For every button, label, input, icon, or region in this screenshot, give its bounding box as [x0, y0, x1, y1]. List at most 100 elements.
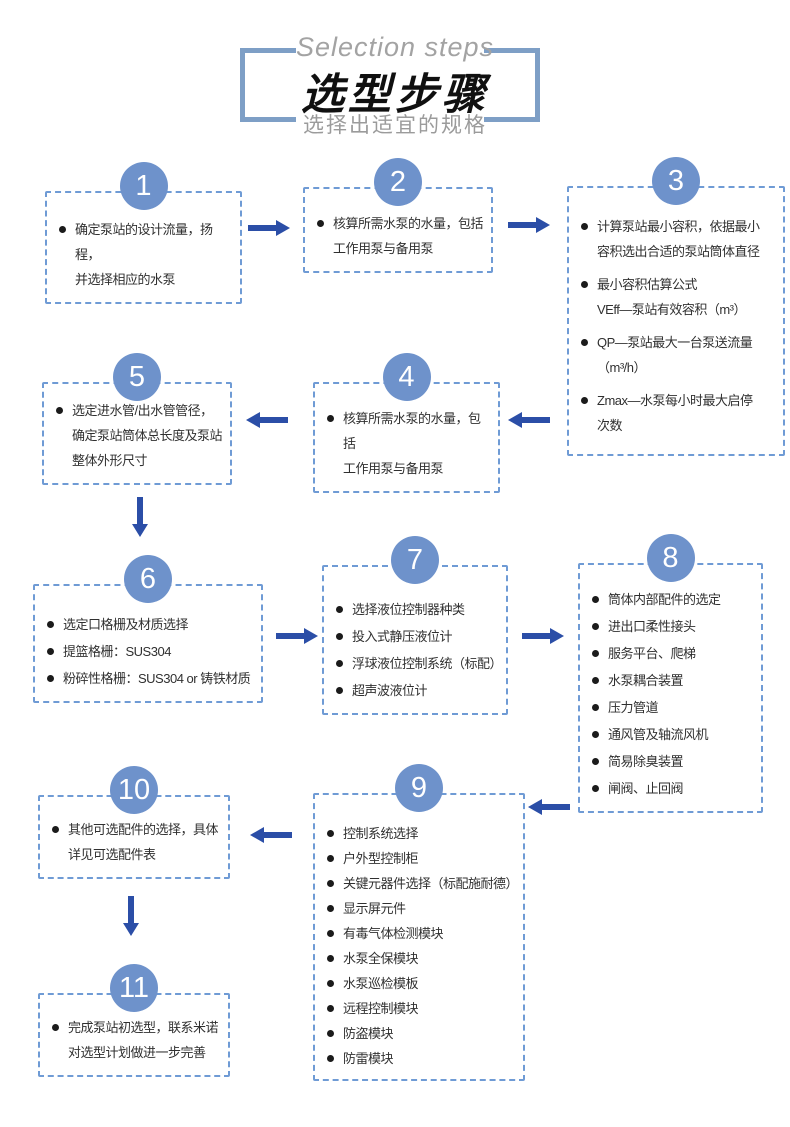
bullet-icon	[581, 281, 588, 288]
step-item: 确定泵站的设计流量，扬程， 并选择相应的水泵	[59, 217, 234, 292]
step-item: 防雷模块	[327, 1046, 517, 1071]
step-item: 闸阀、止回阀	[592, 776, 755, 801]
title-english: Selection steps	[295, 32, 495, 62]
step-items: 其他可选配件的选择，具体 详见可选配件表	[52, 817, 222, 867]
step-item: 投入式静压液位计	[336, 624, 500, 649]
step-item: 核算所需水泵的水量，包括 工作用泵与备用泵	[317, 211, 485, 261]
step-item-text: 远程控制模块	[343, 1001, 419, 1016]
step-item-text: 粉碎性格栅：SUS304 or 铸铁材质	[63, 671, 251, 686]
step-item: 水泵耦合装置	[592, 668, 755, 693]
step-item: 水泵全保模块	[327, 946, 517, 971]
arrow-down-icon	[132, 497, 148, 537]
step-items: 核算所需水泵的水量，包括 工作用泵与备用泵	[317, 211, 485, 261]
bullet-icon	[592, 704, 599, 711]
bullet-icon	[327, 955, 334, 962]
step-box-3: 3 计算泵站最小容积，依据最小 容积选出合适的泵站筒体直径最小容积估算公式 VE…	[567, 157, 785, 456]
step-item-text: 有毒气体检测模块	[343, 926, 444, 941]
step-box-6: 6 选定口格栅及材质选择提篮格栅：SUS304 粉碎性格栅：SUS304 or 铸…	[33, 555, 263, 703]
step-number-badge: 3	[652, 157, 700, 205]
step-item-text: 投入式静压液位计	[352, 629, 453, 644]
bullet-icon	[592, 785, 599, 792]
step-number-badge: 11	[110, 964, 158, 1012]
step-item-text: 压力管道	[608, 700, 659, 715]
step-item: 核算所需水泵的水量，包括 工作用泵与备用泵	[327, 406, 492, 481]
step-item: 有毒气体检测模块	[327, 921, 517, 946]
arrow-down-icon	[123, 896, 139, 936]
step-box-10: 10 其他可选配件的选择，具体 详见可选配件表	[38, 766, 230, 879]
step-item-text: QP—泵站最大一台泵送流量 （m³/h）	[597, 335, 753, 375]
step-item-text: Zmax—水泵每小时最大启停 次数	[597, 393, 753, 433]
step-item-text: 服务平台、爬梯	[608, 646, 696, 661]
arrow-left-icon	[250, 827, 292, 843]
bullet-icon	[327, 830, 334, 837]
bullet-icon	[592, 623, 599, 630]
step-number-badge: 9	[395, 764, 443, 812]
step-item: 户外型控制柜	[327, 846, 517, 871]
bullet-icon	[327, 1055, 334, 1062]
step-item-text: 关键元器件选择（标配施耐德）	[343, 876, 519, 891]
step-items: 筒体内部配件的选定进出口柔性接头服务平台、爬梯水泵耦合装置压力管道通风管及轴流风…	[592, 587, 755, 801]
step-number-badge: 2	[374, 158, 422, 206]
step-item-text: 筒体内部配件的选定	[608, 592, 721, 607]
step-box-9: 9 控制系统选择户外型控制柜关键元器件选择（标配施耐德） 显示屏元件有毒气体检测模…	[313, 764, 525, 1081]
bullet-icon	[592, 731, 599, 738]
step-number-badge: 4	[382, 353, 431, 401]
step-item-text: 完成泵站初选型，联系米诺 对选型计划做进一步完善	[68, 1020, 219, 1060]
bullet-icon	[336, 606, 343, 613]
step-item-text: 选定口格栅及材质选择	[63, 617, 189, 632]
step-item: 最小容积估算公式 VEff—泵站有效容积（m³）	[581, 272, 777, 322]
step-item: 提篮格栅：SUS304	[47, 639, 255, 664]
bullet-icon	[327, 415, 334, 422]
bullet-icon	[592, 650, 599, 657]
arrow-right-icon	[248, 220, 290, 236]
step-item-text: 提篮格栅：SUS304	[63, 644, 171, 659]
title-bracket-right-icon	[484, 48, 540, 122]
step-box-5: 5 选定进水管/出水管管径， 确定泵站筒体总长度及泵站 整体外形尺寸	[42, 353, 232, 485]
step-number-badge: 6	[124, 555, 172, 603]
step-item-text: 超声波液位计	[352, 683, 428, 698]
step-item-text: 核算所需水泵的水量，包括 工作用泵与备用泵	[333, 216, 484, 256]
step-item-text: 防雷模块	[343, 1051, 394, 1066]
step-item-text: 其他可选配件的选择，具体 详见可选配件表	[68, 822, 219, 862]
step-item: 粉碎性格栅：SUS304 or 铸铁材质	[47, 666, 255, 691]
step-box-1: 1 确定泵站的设计流量，扬程， 并选择相应的水泵	[45, 162, 242, 304]
bullet-icon	[327, 855, 334, 862]
step-item-text: 选定进水管/出水管管径， 确定泵站筒体总长度及泵站 整体外形尺寸	[72, 403, 223, 468]
step-item-text: 防盗模块	[343, 1026, 394, 1041]
step-box-11: 11 完成泵站初选型，联系米诺 对选型计划做进一步完善	[38, 964, 230, 1077]
bullet-icon	[56, 407, 63, 414]
step-item: 完成泵站初选型，联系米诺 对选型计划做进一步完善	[52, 1015, 222, 1065]
step-item: 进出口柔性接头	[592, 614, 755, 639]
step-item: Zmax—水泵每小时最大启停 次数	[581, 388, 777, 438]
step-item-text: 控制系统选择	[343, 826, 419, 841]
page-title: 选型步骤	[301, 71, 489, 119]
bullet-icon	[47, 648, 54, 655]
bullet-icon	[336, 660, 343, 667]
title-bracket-left-icon	[240, 48, 296, 122]
bullet-icon	[327, 930, 334, 937]
step-item-text: 计算泵站最小容积，依据最小 容积选出合适的泵站筒体直径	[597, 219, 760, 259]
step-item: 超声波液位计	[336, 678, 500, 703]
bullet-icon	[336, 687, 343, 694]
step-item: 简易除臭装置	[592, 749, 755, 774]
step-item-text: 显示屏元件	[343, 901, 406, 916]
bullet-icon	[52, 826, 59, 833]
step-item: 显示屏元件	[327, 896, 517, 921]
step-items: 完成泵站初选型，联系米诺 对选型计划做进一步完善	[52, 1015, 222, 1065]
arrow-left-icon	[508, 412, 550, 428]
bullet-icon	[327, 1005, 334, 1012]
step-item-text: 核算所需水泵的水量，包括 工作用泵与备用泵	[343, 411, 481, 476]
step-box-4: 4 核算所需水泵的水量，包括 工作用泵与备用泵	[313, 353, 500, 493]
step-item-text: 水泵全保模块	[343, 951, 419, 966]
step-item-text: 通风管及轴流风机	[608, 727, 709, 742]
step-item: 控制系统选择	[327, 821, 517, 846]
step-number-badge: 1	[119, 162, 168, 210]
step-box-7: 7 选择液位控制器种类投入式静压液位计浮球液位控制系统（标配）超声波液位计	[322, 536, 508, 715]
bullet-icon	[581, 397, 588, 404]
step-item: 水泵巡检模板	[327, 971, 517, 996]
step-item-text: 确定泵站的设计流量，扬程， 并选择相应的水泵	[75, 222, 213, 287]
step-item: 其他可选配件的选择，具体 详见可选配件表	[52, 817, 222, 867]
step-item: 计算泵站最小容积，依据最小 容积选出合适的泵站筒体直径	[581, 214, 777, 264]
step-box-8: 8 筒体内部配件的选定进出口柔性接头服务平台、爬梯水泵耦合装置压力管道通风管及轴…	[578, 534, 763, 813]
